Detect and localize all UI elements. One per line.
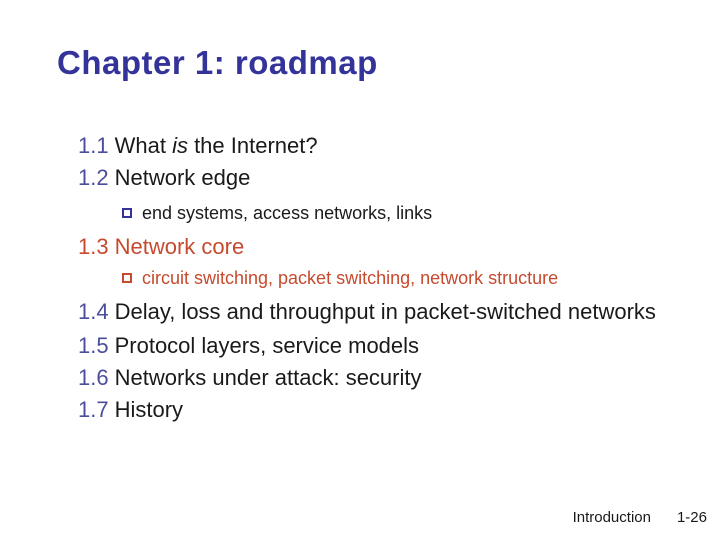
subitem-text: circuit switching, packet switching, net… [142,268,559,288]
square-bullet-icon [122,273,132,283]
item-text: Network edge [114,165,251,190]
item-number: 1.1 [78,133,109,158]
item-number: 1.5 [78,333,109,358]
slide-title: Chapter 1: roadmap [57,44,378,81]
item-text: Network core [114,234,245,259]
footer-section-label: Introduction [572,509,651,526]
roadmap-subitem-core: circuit switching, packet switching, net… [122,263,670,294]
item-number: 1.4 [78,299,109,324]
item-text: What [114,133,173,158]
item-text: the Internet? [187,133,318,158]
item-text: Networks under attack: security [114,365,422,390]
item-text: Delay, loss and throughput in packet-swi… [114,299,656,324]
item-number: 1.3 [78,234,109,259]
subitem-text: end systems, access networks, links [142,203,433,223]
item-number: 1.7 [78,397,109,422]
roadmap-subitem-edge: end systems, access networks, links [122,198,670,229]
footer-page-number: 1-26 [676,509,707,526]
square-bullet-icon [122,208,132,218]
item-number: 1.2 [78,165,109,190]
item-text: History [114,397,184,422]
item-number: 1.6 [78,365,109,390]
item-text-italic: is [172,133,188,158]
slide-footer: Introduction 1-26 [573,509,707,526]
item-text: Protocol layers, service models [114,333,420,358]
